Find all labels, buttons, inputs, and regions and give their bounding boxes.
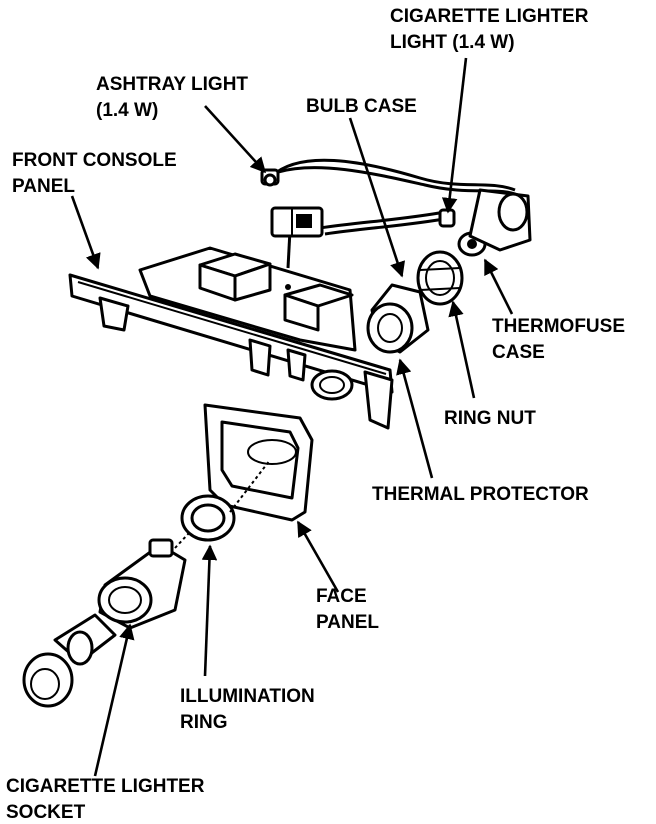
label-front-console-1: FRONT CONSOLE bbox=[12, 150, 177, 171]
lighter-socket-body bbox=[468, 188, 532, 252]
leader-thermofuse bbox=[483, 258, 514, 315]
label-socket-1: CIGARETTE LIGHTER bbox=[6, 776, 205, 797]
front-console-panel bbox=[68, 246, 394, 430]
ashtray-light-bulb bbox=[260, 168, 280, 187]
leader-front-console bbox=[70, 195, 101, 270]
label-face-panel-2: PANEL bbox=[316, 612, 379, 633]
leader-cig-lighter-light bbox=[441, 57, 468, 214]
label-bulb-case: BULB CASE bbox=[306, 96, 417, 117]
label-thermofuse-1: THERMOFUSE bbox=[492, 316, 625, 337]
leader-bulb-case bbox=[348, 117, 406, 278]
leader-face-panel bbox=[296, 520, 340, 593]
bulb-case-part bbox=[366, 283, 430, 354]
label-ashtray-light-2: (1.4 W) bbox=[96, 100, 158, 121]
label-thermofuse-2: CASE bbox=[492, 342, 545, 363]
label-cig-lighter-light-1: CIGARETTE LIGHTER bbox=[390, 6, 589, 27]
label-cig-lighter-light-2: LIGHT (1.4 W) bbox=[390, 32, 515, 53]
label-ashtray-light-1: ASHTRAY LIGHT bbox=[96, 74, 248, 95]
illumination-ring-part bbox=[180, 494, 236, 542]
leader-illumination-ring bbox=[201, 544, 218, 677]
leader-thermal-protector bbox=[396, 358, 434, 479]
lighter-plug bbox=[22, 613, 117, 708]
lighter-light-bulb bbox=[438, 208, 456, 228]
face-panel-part bbox=[203, 403, 314, 522]
label-illumination-1: ILLUMINATION bbox=[180, 686, 315, 707]
label-front-console-2: PANEL bbox=[12, 176, 75, 197]
label-socket-2: SOCKET bbox=[6, 802, 86, 823]
leader-socket bbox=[93, 623, 135, 777]
cigarette-lighter-socket-part bbox=[97, 538, 187, 630]
label-face-panel-1: FACE bbox=[316, 586, 367, 607]
label-illumination-2: RING bbox=[180, 712, 228, 733]
label-ring-nut: RING NUT bbox=[444, 408, 536, 429]
harness-connector bbox=[270, 206, 324, 238]
leader-ashtray-light bbox=[204, 105, 267, 174]
leader-ring-nut bbox=[448, 300, 476, 399]
label-thermal-protector: THERMAL PROTECTOR bbox=[372, 484, 589, 505]
ring-nut-part bbox=[416, 250, 464, 306]
